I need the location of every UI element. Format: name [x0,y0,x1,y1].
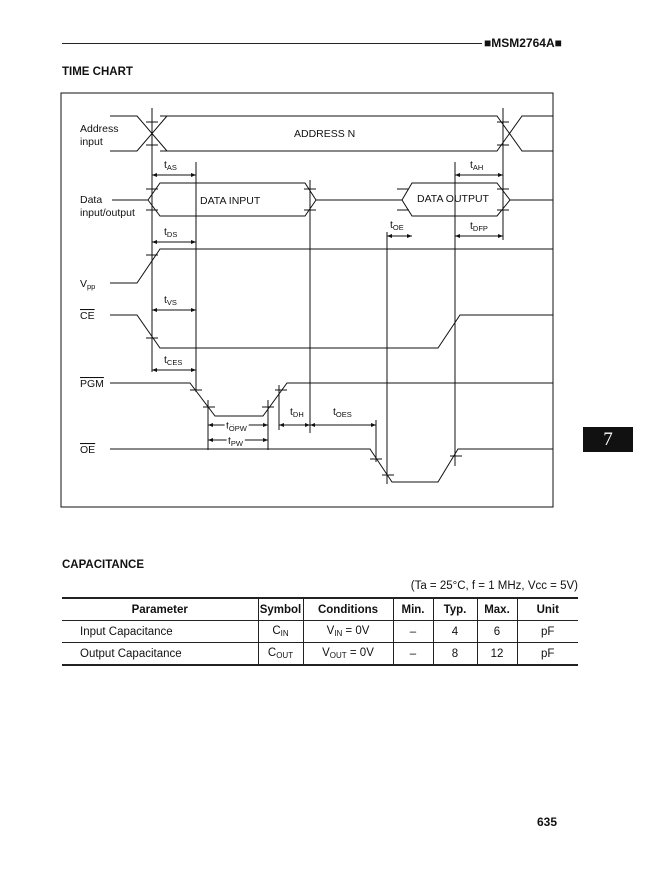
cell-symbol: COUT [257,642,303,665]
timing-topw: tOPW [226,420,248,433]
oe-waveform [110,448,553,483]
time-chart-title: TIME CHART [62,66,133,78]
bus-data-output: DATA OUTPUT [417,193,490,205]
page-number: 635 [537,815,558,829]
cell-symbol: CIN [257,620,303,643]
header-rule [62,43,482,44]
label-data-2: input/output [80,207,135,219]
cell-min: – [392,620,433,643]
label-address-2: input [80,136,103,148]
cell-unit: pF [516,620,578,643]
cell-conditions: VIN = 0V [302,620,393,643]
cell-max: 12 [476,642,517,665]
cell-typ: 4 [432,620,477,643]
col-max: Max. [476,598,517,621]
timing-tvs: tVS [164,294,177,307]
table-row: Output Capacitance COUT VOUT = 0V – 8 12… [62,642,578,665]
vpp-waveform [110,248,553,284]
label-pgm: PGM [80,378,104,390]
col-conditions: Conditions [302,598,393,621]
table-row: Input Capacitance CIN VIN = 0V – 4 6 pF [62,620,578,643]
label-data: Data [80,194,102,206]
timing-tas: tAS [164,159,177,172]
timing-toes: tOES [333,406,352,419]
reference-lines [151,108,504,484]
address-waveform [110,115,553,152]
cell-min: – [392,642,433,665]
col-typ: Typ. [432,598,477,621]
chapter-tab: 7 [583,427,633,452]
pgm-waveform [110,382,553,417]
timing-tdh: tDH [290,406,304,419]
cell-unit: pF [516,642,578,665]
cell-conditions: VOUT = 0V [302,642,393,665]
table-header-row: Parameter Symbol Conditions Min. Typ. Ma… [62,598,578,621]
label-vpp: Vpp [80,278,95,291]
timing-tdfp: tDFP [470,220,488,233]
cross-ticks [146,121,509,476]
timing-toe: tOE [390,219,404,232]
capacitance-conditions: (Ta = 25°C, f = 1 MHz, Vcc = 5V) [410,580,578,592]
label-ce: CE [80,310,95,322]
capacitance-table: Parameter Symbol Conditions Min. Typ. Ma… [62,597,578,666]
col-parameter: Parameter [131,603,188,616]
timing-arrows [152,174,503,441]
part-number: ■MSM2764A■ [484,36,562,50]
ce-waveform [110,314,553,349]
timing-tds: tDS [164,226,177,239]
timing-tah: tAH [470,159,483,172]
cell-parameter: Output Capacitance [80,647,182,660]
label-oe: OE [80,444,95,456]
cell-typ: 8 [432,642,477,665]
label-address: Address [80,123,119,135]
timing-tpw: tPW [228,435,244,448]
timing-tces: tCES [164,354,182,367]
cell-max: 6 [476,620,517,643]
cell-parameter: Input Capacitance [80,625,173,638]
bus-address: ADDRESS N [294,128,355,140]
diagram-frame [60,92,554,508]
bus-data-input: DATA INPUT [200,195,261,207]
col-unit: Unit [516,598,578,621]
col-symbol: Symbol [257,598,303,621]
capacitance-title: CAPACITANCE [62,559,144,571]
col-min: Min. [392,598,433,621]
